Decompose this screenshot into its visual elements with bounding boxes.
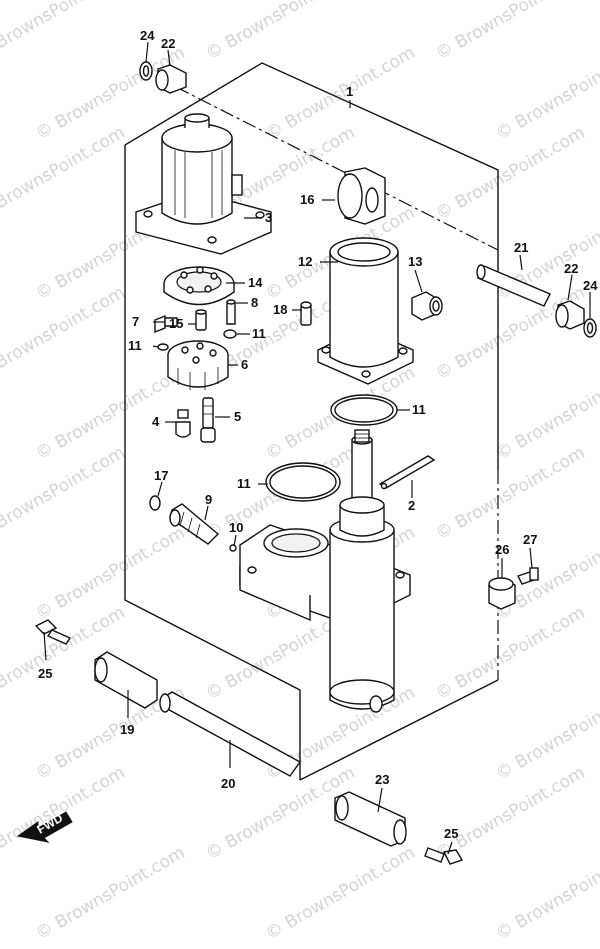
callout-1: 1 (346, 84, 353, 99)
watermark-text: © BrownsPoint.com (493, 363, 600, 465)
bolt-25-left (34, 619, 72, 645)
watermark-text: © BrownsPoint.com (0, 283, 128, 385)
bushing-19 (94, 651, 158, 709)
check-valve-4 (175, 409, 191, 438)
plunger-9 (169, 503, 220, 545)
spacer-26 (488, 577, 516, 610)
pin-21 (476, 264, 551, 307)
callout-17: 17 (154, 468, 168, 483)
callout-23: 23 (375, 772, 389, 787)
washer-24-right (583, 318, 597, 338)
callout-22-right: 22 (564, 261, 578, 276)
watermark-text: © BrownsPoint.com (0, 0, 128, 64)
motor-3 (135, 113, 272, 255)
trim-cylinder (239, 429, 411, 713)
callout-2: 2 (408, 498, 415, 513)
watermark-text: © BrownsPoint.com (493, 43, 600, 145)
valve-body-6 (167, 340, 229, 390)
callout-27: 27 (523, 532, 537, 547)
callout-24-right: 24 (583, 278, 598, 293)
watermark-text: © BrownsPoint.com (0, 443, 128, 545)
bushing-23 (334, 791, 407, 847)
callout-6: 6 (241, 357, 248, 372)
spool-5 (200, 397, 216, 443)
callout-11-d: 11 (237, 476, 251, 491)
fitting-13 (411, 291, 443, 321)
bracket-2 (378, 455, 436, 490)
bolt-18 (300, 301, 312, 326)
pin-20 (159, 691, 302, 777)
bushing-16 (337, 167, 386, 225)
watermark-text: © BrownsPoint.com (493, 843, 600, 945)
oring-11-b (223, 329, 237, 339)
callout-11-b: 11 (252, 326, 266, 341)
callout-22-top: 22 (161, 36, 175, 51)
callout-8: 8 (251, 295, 258, 310)
callout-25-left: 25 (38, 666, 52, 681)
gear-plate-14 (163, 266, 235, 306)
callout-19: 19 (120, 722, 134, 737)
clip-17 (149, 495, 161, 511)
oring-11-d (265, 462, 341, 502)
bushing-22-right (555, 300, 585, 330)
oring-11-a (157, 343, 169, 351)
callout-labels: 24 22 1 3 14 8 7 15 11 11 6 5 4 16 12 13… (38, 28, 598, 841)
assembly-frame (124, 62, 499, 781)
callout-13: 13 (408, 254, 422, 269)
callout-14: 14 (248, 275, 263, 290)
bolt-7 (154, 314, 178, 334)
bolt-27 (517, 567, 539, 585)
watermark-text: © BrownsPoint.com (493, 523, 600, 625)
callout-3: 3 (265, 210, 272, 225)
callout-21: 21 (514, 240, 528, 255)
callout-12: 12 (298, 254, 312, 269)
ring-10 (229, 544, 237, 552)
watermark-text: © BrownsPoint.com (203, 0, 359, 64)
watermark-text: © BrownsPoint.com (0, 123, 128, 225)
watermark-text: © BrownsPoint.com (493, 683, 600, 785)
callout-16: 16 (300, 192, 314, 207)
callout-25-bottom: 25 (444, 826, 458, 841)
callout-24-top: 24 (140, 28, 155, 43)
callout-26: 26 (495, 542, 509, 557)
callout-10: 10 (229, 520, 243, 535)
bolt-8 (226, 299, 236, 325)
leader-lines (43, 41, 591, 855)
callout-11-c: 11 (412, 402, 426, 417)
callout-15: 15 (169, 316, 183, 331)
washer-24-top (139, 61, 153, 81)
callout-11-a: 11 (128, 338, 142, 353)
callout-4: 4 (152, 414, 160, 429)
watermark-text: © BrownsPoint.com (33, 843, 189, 945)
reservoir-12 (317, 237, 414, 385)
bushing-22-top (155, 64, 187, 94)
watermark-text: © BrownsPoint.com (263, 843, 419, 945)
oring-11-c (330, 394, 398, 426)
callout-7: 7 (132, 314, 139, 329)
callout-20: 20 (221, 776, 235, 791)
watermark-text: © BrownsPoint.com (433, 0, 589, 64)
callout-5: 5 (234, 409, 241, 424)
fitting-15 (195, 309, 207, 331)
callout-18: 18 (273, 302, 287, 317)
callout-9: 9 (205, 492, 212, 507)
